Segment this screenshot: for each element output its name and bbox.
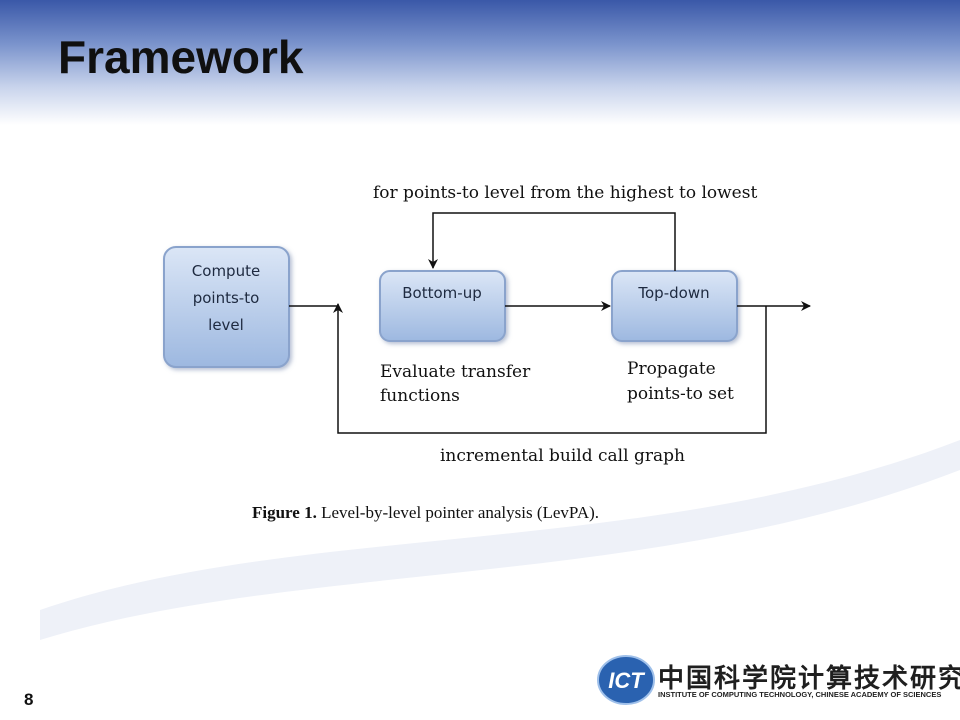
figure-caption: Figure 1. Level-by-level pointer analysi… <box>252 503 599 523</box>
evaluate-label-line-1: Evaluate transfer <box>380 362 531 382</box>
slide-title: Framework <box>58 31 304 83</box>
figure-caption-text: Level-by-level pointer analysis (LevPA). <box>321 503 600 522</box>
ict-logo-mark-text: ICT <box>608 668 645 693</box>
compute-box-line-1: Compute <box>192 262 260 280</box>
compute-box: Compute points-to level <box>163 246 290 368</box>
propagate-label-line-1: Propagate <box>627 359 716 379</box>
bottom-loop-arrow <box>333 303 767 434</box>
compute-box-line-2: points-to <box>193 289 260 307</box>
top-loop-arrow <box>428 212 676 271</box>
loop-bottom-label: incremental build call graph <box>440 446 685 466</box>
bottom-up-label: Bottom-up <box>402 284 481 302</box>
ict-logo-english: INSTITUTE OF COMPUTING TECHNOLOGY, CHINE… <box>658 690 942 699</box>
header-band <box>0 0 960 125</box>
ict-logo: ICT 中国科学院计算技术研究所 INSTITUTE OF COMPUTING … <box>596 652 960 708</box>
top-down-label: Top-down <box>637 284 709 302</box>
page-number: 8 <box>24 690 34 709</box>
ict-logo-mark: ICT <box>597 655 655 705</box>
top-down-box: Top-down <box>611 270 738 342</box>
compute-box-line-3: level <box>208 316 244 334</box>
propagate-label-line-2: points-to set <box>627 384 734 404</box>
bottom-up-box: Bottom-up <box>379 270 506 342</box>
figure-caption-prefix: Figure 1. <box>252 503 317 522</box>
loop-top-label: for points-to level from the highest to … <box>373 183 757 203</box>
ict-logo-chinese: 中国科学院计算技术研究所 <box>658 664 960 694</box>
evaluate-label-line-2: functions <box>380 386 460 406</box>
